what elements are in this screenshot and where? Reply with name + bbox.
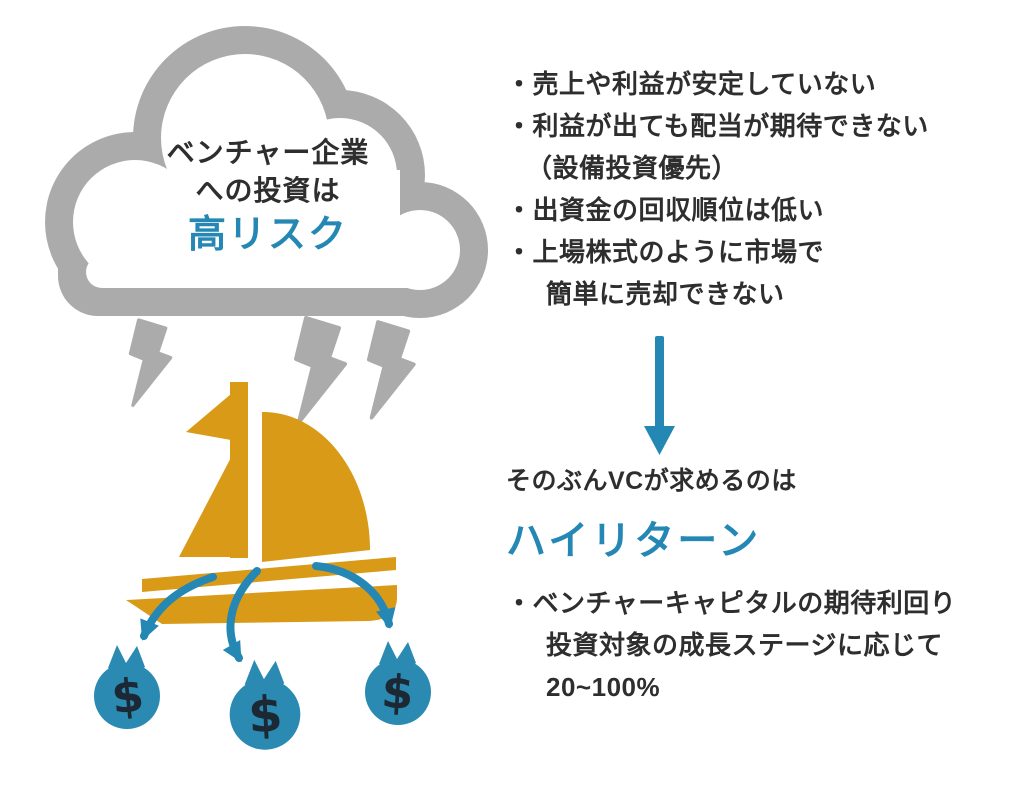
return-lead: そのぶんVCが求めるのは: [506, 467, 797, 495]
dollar-sign: $: [380, 664, 416, 720]
boat-hull: [126, 585, 397, 624]
payout-arrow-middle: [222, 567, 261, 663]
boat-left-sail: [179, 446, 237, 557]
sailboat-icon: [126, 382, 397, 624]
lightning-icon: [128, 318, 173, 407]
cloud-caption-line1: ベンチャー企業: [166, 137, 370, 168]
risk-bullet-sub: 簡単に売却できない: [546, 279, 785, 309]
money-bag-icons: $ $ $: [94, 641, 431, 750]
return-bullet-sub: 20~100%: [546, 672, 661, 702]
cloud-caption-line2: への投資は: [195, 175, 341, 206]
money-bag-icon: $: [229, 659, 301, 750]
high-risk-label: 高リスク: [187, 214, 348, 256]
lightning-icon: [294, 316, 347, 424]
dollar-sign: $: [109, 667, 146, 724]
cloud-inner: [73, 54, 460, 290]
storm-cloud-icon: [45, 26, 488, 318]
return-bullet: ・ベンチャーキャピタルの期待利回り: [506, 588, 957, 618]
money-bag-icon: $: [94, 645, 160, 729]
return-section: そのぶんVCが求めるのは ハイリターン ・ベンチャーキャピタルの期待利回り 投資…: [506, 464, 1012, 708]
down-arrow-icon: [644, 336, 675, 455]
risk-bullet: ・出資金の回収順位は低い: [506, 195, 825, 225]
risk-bullet: ・利益が出ても配当が期待できない: [506, 111, 929, 141]
money-bag-icon: $: [365, 641, 431, 725]
boat-boom: [142, 557, 396, 592]
risk-bullet-list: ・売上や利益が安定していない ・利益が出ても配当が期待できない （設備投資優先）…: [506, 63, 1012, 315]
lightning-icons: [128, 316, 416, 424]
payout-arrow-right: [312, 562, 396, 629]
boat-right-sail: [262, 411, 370, 562]
risk-bullet: ・上場株式のように市場で: [506, 237, 825, 267]
risk-bullet: ・売上や利益が安定していない: [506, 69, 877, 99]
cloud-caption: ベンチャー企業 への投資は 高リスク: [118, 134, 418, 260]
lightning-icon: [366, 320, 416, 420]
return-bullet-sub: 投資対象の成長ステージに応じて: [546, 630, 943, 660]
boat-pennant: [186, 394, 231, 440]
dollar-sign: $: [247, 685, 284, 745]
payout-arrow-left: [140, 573, 217, 641]
high-return-label: ハイリターン: [506, 519, 762, 563]
risk-bullet-sub: （設備投資優先）: [526, 153, 739, 183]
payout-arrows: [140, 562, 396, 663]
